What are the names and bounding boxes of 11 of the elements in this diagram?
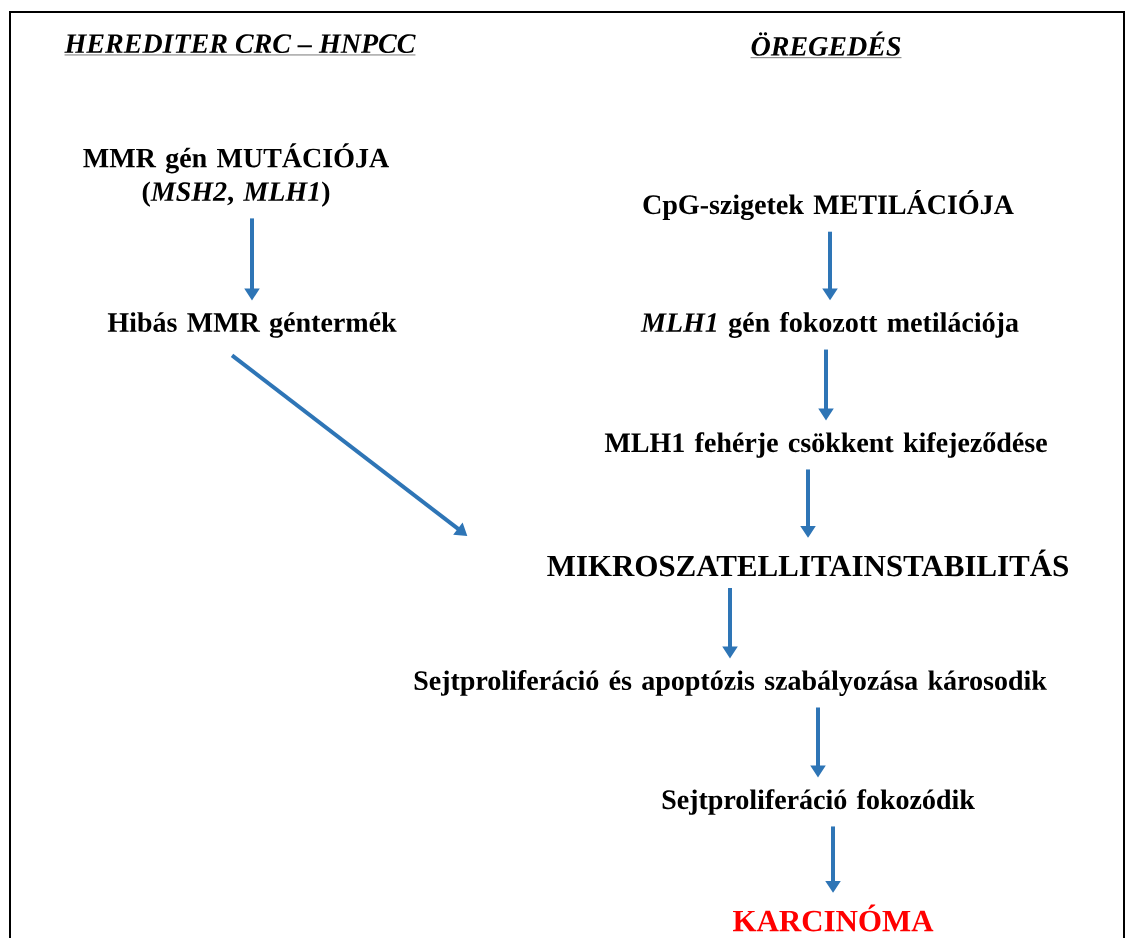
step-text: MIKROSZATELLITAINSTABILITÁS — [547, 549, 1068, 577]
step-text: Hibás MMR géntermék — [107, 312, 397, 338]
step-text: CpG-szigetek METILÁCIÓJA — [643, 189, 1014, 221]
step-text: MMR gén MUTÁCIÓJA (MSH2, MLH1) — [83, 143, 389, 207]
column-heading: HEREDITER CRC – HNPCC — [64, 34, 416, 56]
step-text: KARCINÓMA — [733, 904, 934, 932]
step-text: MLH1 fehérje csökkent kifejeződése — [604, 432, 1047, 458]
step-text: Sejtproliferáció fokozódik — [662, 789, 975, 815]
step-text: MLH1 gén fokozott metilációja — [640, 312, 1019, 338]
column-heading: ÖREGEDÉS — [750, 31, 902, 58]
step-text: Sejtproliferáció és apoptózis szabályozása károsodik — [414, 670, 1047, 696]
